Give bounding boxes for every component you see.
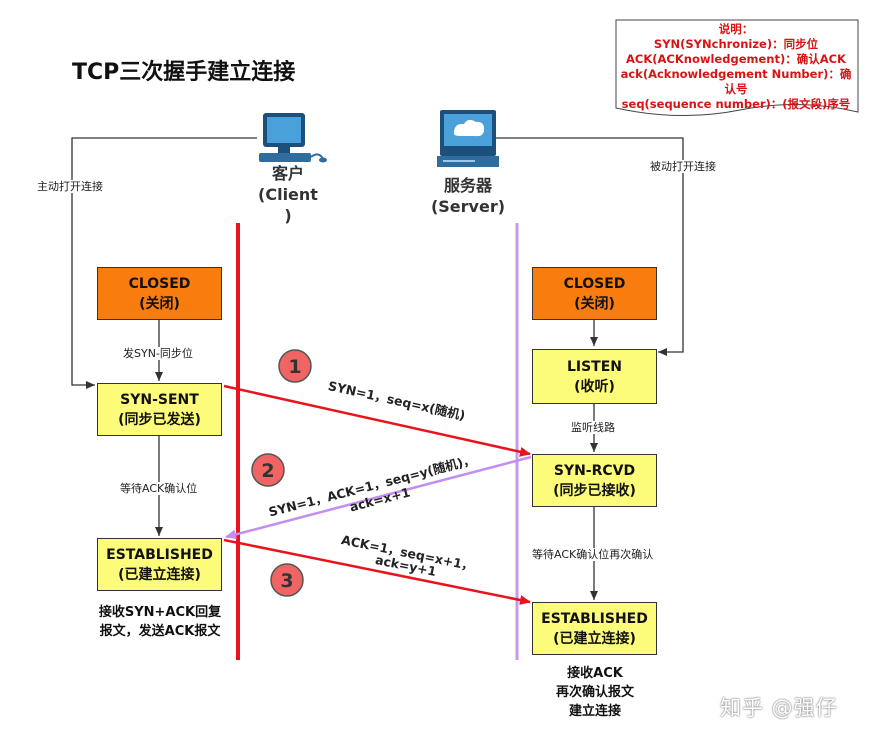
active-open-label: 主动打开连接	[36, 180, 104, 193]
active-open-connector	[71, 137, 257, 389]
step2-number: 2	[261, 460, 274, 482]
step3-circle	[270, 563, 304, 597]
diagram-title: TCP三次握手建立连接	[72, 60, 296, 85]
legend-text: 说明： SYN(SYNchronize)：同步位 ACK(ACKnowledge…	[616, 22, 856, 112]
passive-open-label: 被动打开连接	[649, 160, 717, 173]
server-state-listen: LISTEN (收听)	[532, 349, 657, 404]
computer-icon	[259, 113, 327, 163]
server-icon	[437, 110, 499, 167]
step2-synack-arrow	[225, 455, 532, 540]
server-label: 服务器 (Server)	[430, 176, 506, 216]
legend-note-shape	[615, 19, 859, 116]
passive-open-connector	[496, 137, 684, 356]
client-state-established: ESTABLISHED (已建立连接)	[97, 538, 222, 591]
step1-number: 1	[288, 356, 301, 378]
legend-line-ack: ACK(ACKnowledgement)：确认ACK	[626, 52, 846, 66]
legend-line-heading: 说明：	[718, 22, 754, 36]
legend-line-ack-number: ack(Acknowledgement Number)：确认号	[620, 67, 852, 96]
legend-line-seq: seq(sequence number)：(报文段)序号	[621, 97, 851, 111]
server-wait-ack-label: 等待ACK确认位再次确认	[531, 548, 655, 561]
watermark-text: 知乎 @强仔	[720, 696, 838, 720]
step3-ack-arrow	[223, 538, 531, 605]
server-state-established: ESTABLISHED (已建立连接)	[532, 602, 657, 655]
step2-circle	[251, 453, 285, 487]
client-note: 接收SYN+ACK回复 报文，发送ACK报文	[98, 605, 222, 639]
client-state-closed: CLOSED (关闭)	[97, 267, 222, 320]
step1-syn-arrow	[223, 384, 531, 457]
step1-circle	[278, 349, 312, 383]
client-send-syn-label: 发SYN-同步位	[122, 347, 194, 360]
server-listen-label: 监听线路	[570, 421, 616, 434]
client-wait-ack-label: 等待ACK确认位	[119, 482, 199, 495]
server-state-syn-rcvd: SYN-RCVD (同步已接收)	[532, 454, 657, 507]
server-state-closed: CLOSED (关闭)	[532, 267, 657, 320]
step3-number: 3	[280, 570, 293, 592]
server-note: 接收ACK 再次确认报文 建立连接	[555, 666, 634, 719]
legend-line-syn: SYN(SYNchronize)：同步位	[653, 37, 819, 51]
client-state-syn-sent: SYN-SENT (同步已发送)	[97, 383, 222, 436]
client-label: 客户 (Client )	[258, 164, 318, 225]
